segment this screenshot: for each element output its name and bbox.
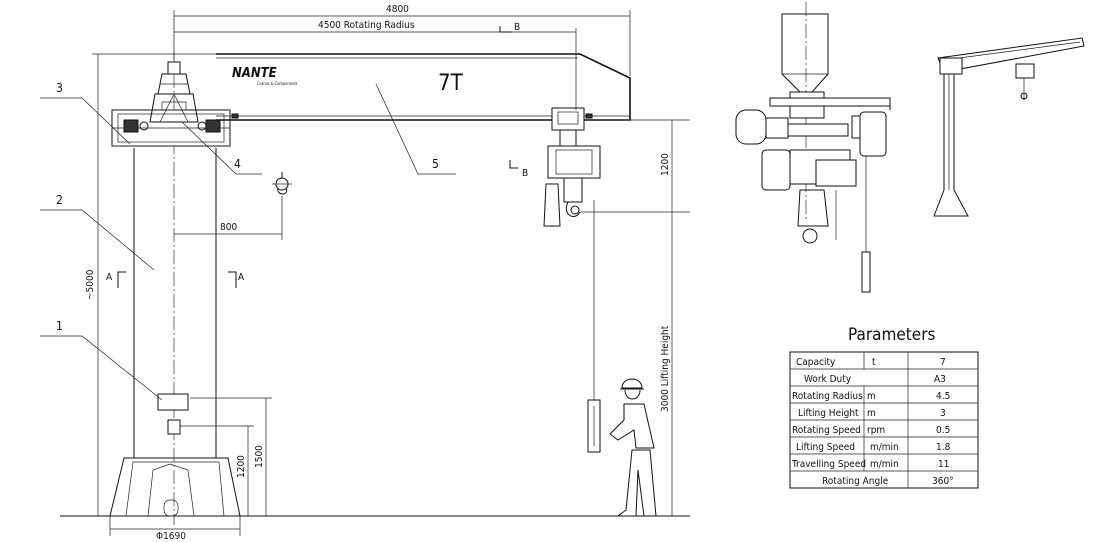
table-row: Travelling Speed m/min 11 [791, 459, 949, 470]
parameters-table: Parameters Capacity t 7 Work Duty A3 [789, 325, 979, 489]
section-a-right: A [238, 272, 245, 283]
callout-5: 5 [375, 83, 456, 175]
param-label: Rotating Angle [822, 476, 889, 487]
table-row: Capacity t 7 [796, 357, 946, 368]
dim-hook-height: 1200 [660, 153, 671, 176]
param-unit: t [872, 357, 876, 368]
switch-box [157, 393, 189, 411]
param-unit: rpm [867, 425, 885, 436]
callout-3-label: 3 [56, 81, 63, 95]
parameters-title: Parameters [848, 325, 935, 345]
param-label: Rotating Speed [792, 425, 861, 436]
callout-4: 4 [181, 121, 262, 175]
param-unit: m/min [870, 442, 899, 453]
callout-2: 2 [40, 193, 155, 271]
dim-switch-height: 1500 [254, 445, 265, 468]
param-value: 7 [940, 357, 946, 368]
param-label: Lifting Height [798, 408, 859, 419]
param-value: 360° [932, 476, 954, 487]
operator [609, 378, 657, 517]
table-row: Work Duty A3 [804, 374, 946, 385]
callout-1-label: 1 [56, 319, 63, 333]
dim-total-height: ~5000 [85, 269, 96, 300]
slewing-motor [149, 61, 199, 123]
param-value: 0.5 [936, 425, 950, 436]
callout-2-label: 2 [56, 193, 63, 207]
callout-4-label: 4 [234, 157, 241, 171]
table-row: Rotating Speed rpm 0.5 [792, 425, 950, 436]
dim-overall-span: 4800 [386, 4, 409, 15]
param-value: 3 [940, 408, 946, 419]
electric-hoist [543, 107, 601, 227]
table-grid [789, 351, 979, 489]
callout-5-label: 5 [432, 157, 439, 171]
jib-boom [216, 53, 631, 121]
table-row: Rotating Radius m 4.5 [792, 391, 950, 402]
param-value: A3 [934, 374, 946, 385]
slewing-bearing [111, 109, 231, 147]
control-box [167, 419, 181, 435]
param-value: 11 [938, 459, 949, 470]
section-view-b [735, 2, 891, 293]
column-base [109, 457, 241, 517]
boom-brand: NANTE [232, 66, 277, 81]
param-label: Work Duty [804, 374, 852, 385]
param-label: Travelling Speed [791, 459, 866, 470]
jib-crane-3d-view [933, 37, 1085, 217]
param-unit: m/min [870, 459, 899, 470]
param-value: 4.5 [936, 391, 950, 402]
callout-3: 3 [40, 81, 131, 145]
dim-lifting-height: 3000 Lifting Height [660, 325, 671, 412]
param-unit: m [867, 391, 876, 402]
param-label: Rotating Radius [792, 391, 863, 402]
param-label: Lifting Speed [796, 442, 855, 453]
param-unit: m [867, 408, 876, 419]
table-row: Lifting Height m 3 [798, 408, 946, 419]
boom-brand-sub: Cranes & Components [257, 81, 298, 86]
dim-base-diameter: Φ1690 [156, 531, 186, 542]
section-b-top: B [514, 22, 520, 33]
param-value: 1.8 [936, 442, 951, 453]
dim-hook-offset: 800 [220, 222, 237, 233]
section-b-side: B [522, 168, 528, 179]
dim-handle-height: 1200 [236, 455, 247, 478]
dim-rotating-radius: 4500 Rotating Radius [318, 20, 415, 31]
table-row: Lifting Speed m/min 1.8 [796, 442, 951, 453]
callout-1: 1 [40, 319, 163, 401]
param-label: Capacity [796, 357, 836, 368]
hook-symbol [272, 172, 292, 195]
section-a-left: A [106, 272, 113, 283]
front-view: NANTE Cranes & Components 7T [40, 4, 690, 542]
boom-capacity: 7T [438, 71, 464, 96]
table-row: Rotating Angle 360° [822, 476, 954, 487]
